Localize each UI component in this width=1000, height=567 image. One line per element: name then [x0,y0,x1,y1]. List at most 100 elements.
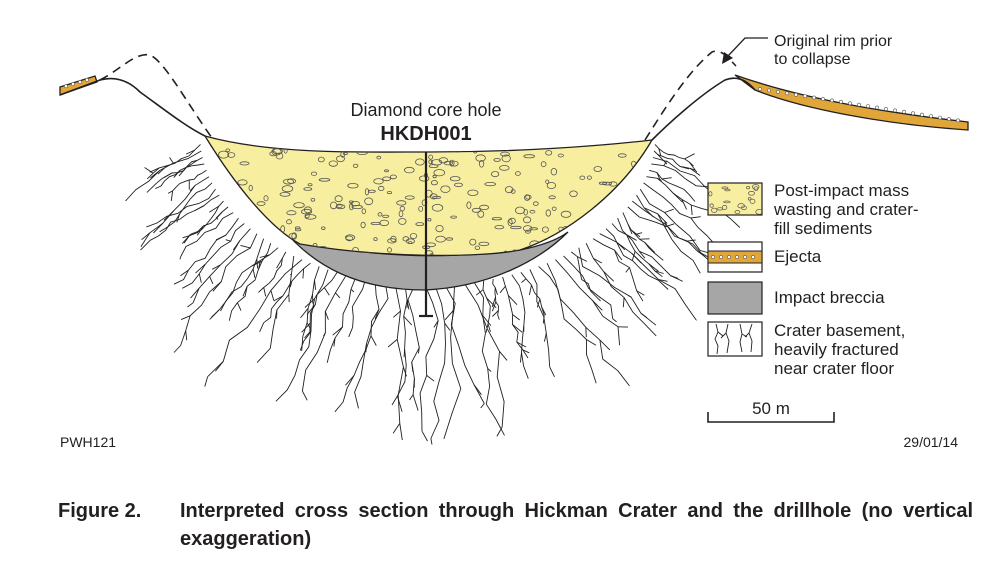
legend-clast [747,196,752,201]
sediment-clast [563,237,575,245]
original-rim-left [99,54,213,139]
figure-date: 29/01/14 [904,434,959,450]
sediment-clast [376,155,382,160]
scale-bar-label: 50 m [752,399,790,418]
fracture-branch [259,254,270,258]
fracture-branch [689,168,701,176]
ground-surface-line [59,77,206,137]
sediment-clast [522,225,533,232]
ejecta-dot [767,88,771,93]
fracture-line [146,144,201,180]
fracture-branch [324,287,330,296]
sediment-clast [312,243,318,247]
sediment-clast [334,195,343,203]
sediment-clast [524,229,531,234]
sediment-clast [279,243,285,252]
fracture-branch [430,438,433,445]
sediment-clast [404,195,415,200]
sediment-clast [379,219,390,227]
sediment-clast [529,209,536,214]
fracture-branch [391,395,398,406]
fracture-line [190,206,229,235]
fracture-line [125,150,202,202]
fracture-branch [141,232,151,241]
fracture-line [220,247,279,312]
fracture-branch [690,204,693,216]
sediment-clast [317,156,325,163]
fracture-line [653,150,696,171]
fracture-branch [144,167,154,174]
fracture-line [342,280,380,403]
sediment-clast [529,227,538,231]
sediment-clast [507,218,513,226]
fracture-branch [586,339,597,346]
fracture-branch [661,177,672,180]
sediment-clast [633,224,640,230]
fracture-branch [590,290,601,302]
sediment-clast [293,202,305,209]
sediment-clast [466,201,472,209]
fracture-branch [492,310,499,317]
fracture-branch [684,153,695,160]
sediment-clast [263,195,269,202]
fracture-branch [204,376,209,387]
ejecta-dot [929,114,933,119]
sediment-clast [217,169,228,173]
ejecta-dot [71,82,75,87]
sediment-clast [474,245,481,250]
fracture-line [578,247,657,326]
sediment-clast [373,237,378,242]
sediment-clast [265,223,271,231]
fracture-branch [302,268,305,279]
fracture-branch [499,351,508,361]
fracture-branch [653,251,664,261]
legend-swatch-basement [707,321,763,357]
fracture-line [182,200,224,239]
sediment-clast [432,174,437,179]
ejecta-dot [848,101,852,106]
fracture-branch [516,341,527,348]
fracture-line [502,276,529,359]
fracture-branch [170,190,174,201]
right-wall-line [651,77,756,141]
ejecta-dot [956,118,960,123]
figure-code: PWH121 [60,434,116,450]
sediment-clast [260,227,266,232]
legend-clast [708,191,713,197]
fracture-branch [190,287,200,299]
drillhole-id: HKDH001 [380,123,471,145]
fracture-branch [657,154,668,165]
sediment-clast [510,189,516,194]
ejecta-dot [812,95,816,100]
fracture-line [396,284,408,412]
sediment-clast [555,245,560,249]
ejecta-dot [893,108,897,113]
sediment-clast [269,231,281,238]
sediment-clast [286,210,297,216]
sediment-clast [303,187,313,191]
fracture-line [159,182,213,233]
fracture-line [538,266,597,384]
sediment-clast [328,160,338,167]
sediment-clast [631,160,637,168]
sediment-clast [584,223,590,230]
fracture-line [258,251,287,293]
ejecta-dot [884,107,888,111]
legend-basement-line1: Crater basement, [774,321,905,340]
legend-clast [741,205,747,211]
fracture-branch [332,326,343,336]
fracture-branch [522,349,530,354]
sediment-clast [310,198,316,202]
sediment-clast [382,176,392,182]
fracture-branch [657,213,668,224]
fracture-branch [181,234,191,244]
fracture-branch [491,296,496,308]
sediment-clast [256,201,266,206]
sediment-clast [586,175,592,180]
fracture-branch [409,394,414,401]
fracture-line [492,278,500,320]
fracture-branch [236,302,242,311]
fracture-line [639,188,717,256]
fracture-branch [521,278,527,283]
fracture-branch [387,339,398,348]
